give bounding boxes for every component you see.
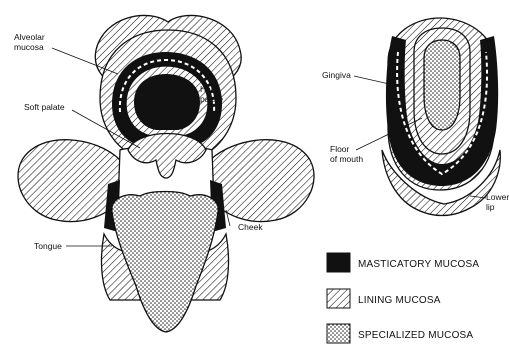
legend-label-masticatory: MASTICATORY MUCOSA	[358, 259, 479, 270]
legend-label-lining: LINING MUCOSA	[358, 295, 441, 306]
hard-palate-label-1: Hard	[200, 84, 219, 94]
gingiva-label: Gingiva	[322, 70, 351, 80]
legend-swatch-lining	[327, 289, 350, 308]
legend-swatch-specialized	[327, 324, 350, 343]
tongue	[112, 192, 218, 333]
lower-lip-label-2: lip	[486, 202, 495, 212]
cheek-label: Cheek	[238, 222, 263, 232]
lower-lip-label-1: Lower	[486, 192, 509, 202]
alveolar-mucosa-label-2: mucosa	[14, 42, 44, 52]
hard-palate-label-2: palate	[200, 94, 223, 104]
lower-jaw-figure	[382, 18, 500, 216]
right-cheek	[210, 140, 314, 222]
open-mouth-figure	[18, 15, 314, 332]
floor-of-mouth-label-1: Floor	[330, 144, 350, 154]
soft-palate-label: Soft palate	[24, 102, 65, 112]
tongue-label: Tongue	[34, 241, 62, 251]
floor-of-mouth-label-2: of mouth	[330, 154, 363, 164]
legend-swatch-masticatory	[327, 253, 350, 272]
hard-palate	[134, 74, 200, 130]
alveolar-mucosa-label-1: Alveolar	[14, 32, 45, 42]
lower-tongue	[424, 40, 460, 130]
legend-label-specialized: SPECIALIZED MUCOSA	[358, 330, 473, 341]
legend: MASTICATORY MUCOSA LINING MUCOSA SPECIAL…	[327, 253, 479, 343]
